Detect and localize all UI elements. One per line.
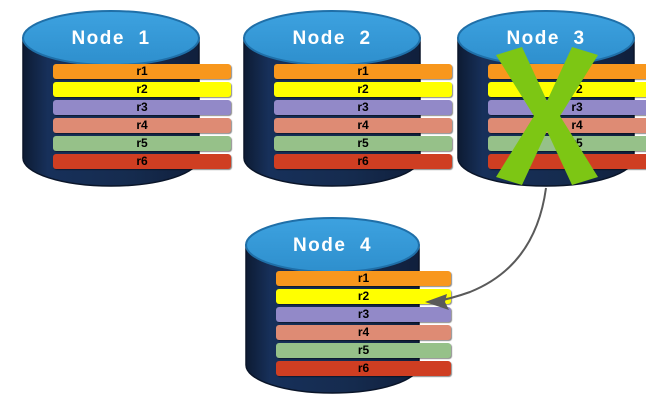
row-bar-r1[interactable]: r1 — [53, 64, 231, 79]
row-bar-r3[interactable]: r3 — [53, 100, 231, 115]
row-bar-r4[interactable]: r4 — [488, 118, 646, 133]
row-stack-node2: r1 r2 r3 r4 r5 r6 — [243, 64, 483, 169]
row-bar-r4[interactable]: r4 — [276, 325, 451, 340]
row-bar-label: r1 — [571, 64, 583, 78]
row-bar-r2[interactable]: r2 — [488, 82, 646, 97]
row-bar-r3[interactable]: r3 — [274, 100, 452, 115]
row-bar-label: r5 — [571, 136, 583, 150]
row-bar-r6[interactable]: r6 — [488, 154, 646, 169]
row-bar-r4[interactable]: r4 — [274, 118, 452, 133]
row-bar-r1[interactable]: r1 — [488, 64, 646, 79]
row-bar-r2[interactable]: r2 — [274, 82, 452, 97]
node-node4[interactable]: Node 4 r1 r2 r3 r4 r5 r6 — [245, 217, 451, 394]
row-bar-r4[interactable]: r4 — [53, 118, 231, 133]
node-node3[interactable]: Node 3 r1 r2 r3 r4 r5 r6 — [457, 10, 646, 187]
row-bar-r6[interactable]: r6 — [276, 361, 451, 376]
row-bar-label: r4 — [136, 118, 148, 132]
row-bar-r5[interactable]: r5 — [276, 343, 451, 358]
row-bar-r3[interactable]: r3 — [276, 307, 451, 322]
row-bar-r6[interactable]: r6 — [53, 154, 231, 169]
row-bar-label: r1 — [357, 64, 369, 78]
row-bar-r2[interactable]: r2 — [276, 289, 451, 304]
row-bar-label: r3 — [136, 100, 148, 114]
row-bar-label: r3 — [571, 100, 583, 114]
row-bar-label: r1 — [357, 271, 370, 285]
row-bar-r5[interactable]: r5 — [488, 136, 646, 151]
row-bar-label: r4 — [571, 118, 583, 132]
row-bar-label: r5 — [357, 136, 369, 150]
row-bar-r1[interactable]: r1 — [276, 271, 451, 286]
row-bar-label: r2 — [357, 82, 369, 96]
row-bar-label: r1 — [136, 64, 148, 78]
row-bar-r3[interactable]: r3 — [488, 100, 646, 115]
row-bar-r6[interactable]: r6 — [274, 154, 452, 169]
row-bar-label: r2 — [571, 82, 583, 96]
row-bar-r2[interactable]: r2 — [53, 82, 231, 97]
row-bar-label: r2 — [136, 82, 148, 96]
row-bar-label: r5 — [357, 343, 370, 357]
row-bar-label: r2 — [357, 289, 370, 303]
row-bar-label: r4 — [357, 325, 370, 339]
node-node1[interactable]: Node 1 r1 r2 r3 r4 r5 r6 — [22, 10, 231, 187]
row-bar-label: r6 — [571, 154, 583, 168]
row-bar-label: r6 — [357, 361, 370, 375]
row-bar-label: r6 — [136, 154, 148, 168]
row-bar-r5[interactable]: r5 — [53, 136, 231, 151]
row-bar-label: r5 — [136, 136, 148, 150]
node-node2[interactable]: Node 2 r1 r2 r3 r4 r5 r6 — [243, 10, 452, 187]
row-bar-label: r4 — [357, 118, 369, 132]
row-stack-node3: r1 r2 r3 r4 r5 r6 — [457, 64, 646, 169]
row-bar-label: r6 — [357, 154, 369, 168]
row-bar-r5[interactable]: r5 — [274, 136, 452, 151]
row-bar-r1[interactable]: r1 — [274, 64, 452, 79]
row-bar-label: r3 — [357, 307, 370, 321]
row-bar-label: r3 — [357, 100, 369, 114]
row-stack-node4: r1 r2 r3 r4 r5 r6 — [245, 271, 482, 376]
row-stack-node1: r1 r2 r3 r4 r5 r6 — [22, 64, 262, 169]
